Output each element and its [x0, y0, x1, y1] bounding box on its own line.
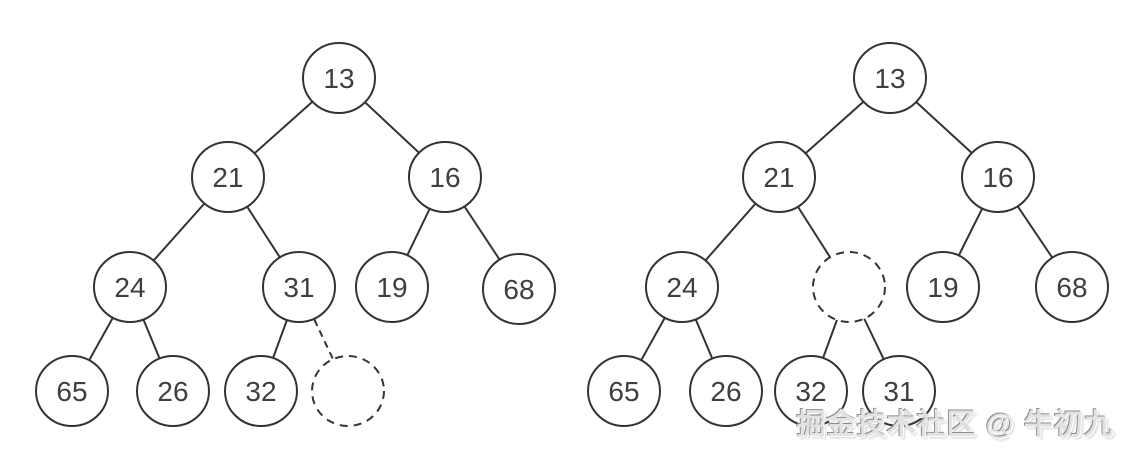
tree-node-left-tree-32: 32	[224, 355, 298, 427]
node-label: 13	[874, 63, 905, 94]
tree-node-right-tree-21: 21	[742, 141, 816, 213]
node-label: 13	[323, 63, 354, 94]
node-circle	[355, 251, 429, 323]
tree-node-right-tree-31: 31	[862, 355, 936, 427]
node-label: 16	[429, 162, 460, 193]
tree-node-left-tree-13: 13	[302, 42, 376, 114]
node-circle	[645, 251, 719, 323]
watermark: 掘金技术社区 @ 牛初九	[796, 409, 1114, 441]
tree-node-right-tree-32: 32	[774, 355, 848, 427]
node-circle	[191, 141, 265, 213]
node-circle	[482, 253, 556, 325]
tree-node-right-tree-13: 13	[853, 42, 927, 114]
node-circle	[742, 141, 816, 213]
node-label: 31	[283, 272, 314, 303]
tree-node-left-tree-26: 26	[136, 355, 210, 427]
node-circle	[906, 251, 980, 323]
node-label: 32	[795, 376, 826, 407]
tree-node-right-tree-19: 19	[906, 251, 980, 323]
tree-node-left-tree-21: 21	[191, 141, 265, 213]
node-label: 19	[927, 272, 958, 303]
node-circle	[93, 251, 167, 323]
tree-node-left-tree-24: 24	[93, 251, 167, 323]
tree-node-left-tree-65: 65	[35, 355, 109, 427]
node-label: 21	[212, 162, 243, 193]
tree-node-left-tree-19: 19	[355, 251, 429, 323]
node-label: 26	[710, 376, 741, 407]
node-circle	[136, 355, 210, 427]
node-circle	[774, 355, 848, 427]
tree-node-right-tree-26: 26	[689, 355, 763, 427]
node-label: 32	[245, 376, 276, 407]
node-circle	[853, 42, 927, 114]
node-label: 65	[56, 376, 87, 407]
node-label: 16	[982, 162, 1013, 193]
tree-node-right-tree-68: 68	[1035, 251, 1109, 323]
node-circle	[1035, 251, 1109, 323]
node-circle	[262, 251, 336, 323]
node-label: 21	[763, 162, 794, 193]
empty-slot-circle	[812, 251, 886, 323]
node-circle	[302, 42, 376, 114]
node-circle	[224, 355, 298, 427]
node-circle	[35, 355, 109, 427]
tree-node-right-tree-24: 24	[645, 251, 719, 323]
empty-slot-circle	[311, 355, 385, 427]
node-circle	[961, 141, 1035, 213]
node-label: 19	[376, 272, 407, 303]
node-label: 24	[666, 272, 697, 303]
tree-node-left-tree-16: 16	[408, 141, 482, 213]
node-label: 65	[608, 376, 639, 407]
node-circle	[862, 355, 936, 427]
tree-node-right-tree-16: 16	[961, 141, 1035, 213]
node-label: 31	[883, 376, 914, 407]
tree-node-right-tree-65: 65	[587, 355, 661, 427]
node-circle	[587, 355, 661, 427]
tree-node-left-tree-empty	[311, 355, 385, 427]
tree-node-left-tree-31: 31	[262, 251, 336, 323]
node-label: 24	[114, 272, 145, 303]
node-circle	[408, 141, 482, 213]
tree-node-right-tree-empty	[812, 251, 886, 323]
node-circle	[689, 355, 763, 427]
node-label: 26	[157, 376, 188, 407]
node-label: 68	[1056, 272, 1087, 303]
node-label: 68	[503, 274, 534, 305]
tree-node-left-tree-68: 68	[482, 253, 556, 325]
